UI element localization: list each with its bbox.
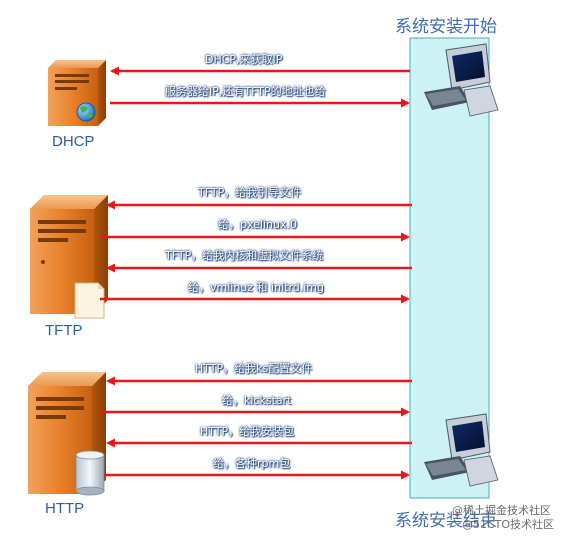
message-label: TFTP，给我内核和虚拟文件系统 (165, 249, 324, 262)
globe-icon (76, 102, 96, 122)
message-label: TFTP，给我引导文件 (198, 186, 302, 199)
watermark-line-2: @51CTO技术社区 (462, 518, 555, 531)
message-label: 给，vmlinuz 和 initrd.img (188, 281, 325, 294)
message-label: HTTP，给我安装包 (200, 425, 295, 438)
message-label: 服务器给IP,还有TFTP的地址也给 (165, 85, 326, 98)
install-start-title: 系统安装开始 (395, 17, 497, 37)
install-end-title: 系统安装结束 (395, 511, 497, 531)
document-icon (74, 282, 105, 319)
computer-icon-top (424, 43, 499, 117)
message-label: DHCP,来获取IP (205, 53, 283, 66)
watermark-line-1: @稀土掘金技术社区 (452, 504, 551, 517)
dhcp-label: DHCP (52, 133, 95, 150)
message-label: 给，各种rpm包 (213, 457, 291, 470)
message-label: HTTP，给我ks配置文件 (195, 362, 313, 375)
message-label: 给，pxelinux.0 (218, 218, 297, 231)
tftp-label: TFTP (45, 322, 83, 339)
database-icon (75, 450, 105, 496)
http-label: HTTP (45, 500, 85, 517)
dhcp-server-icon (48, 60, 106, 126)
computer-icon-bottom (424, 413, 499, 487)
message-label: 给，kickstart (222, 394, 292, 407)
